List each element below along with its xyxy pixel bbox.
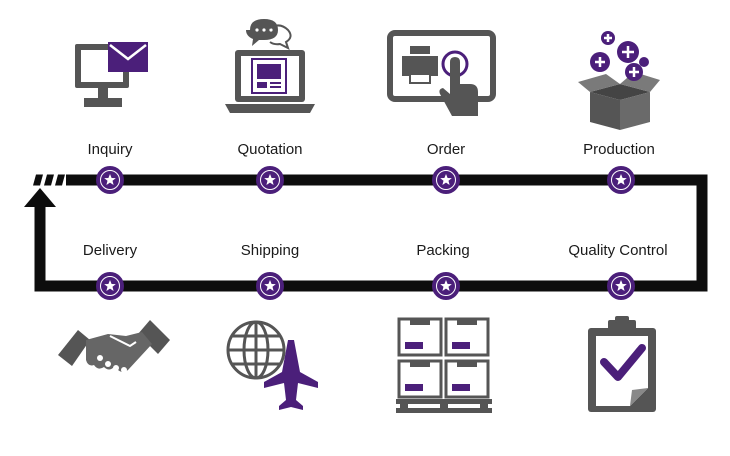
handshake-icon: [58, 320, 170, 373]
step-label-inquiry: Inquiry: [87, 141, 133, 158]
star-node-icon: [256, 166, 284, 194]
step-label-delivery: Delivery: [82, 242, 138, 259]
step-label-quality-control: Quality Control: [568, 242, 668, 259]
step-label-production: Production: [583, 141, 655, 158]
computer-mail-icon: [75, 42, 148, 107]
star-node-icon: [607, 166, 635, 194]
box-plus-icon: [578, 31, 660, 130]
star-node-icon: [432, 272, 460, 300]
process-loop-track: [24, 174, 708, 292]
step-label-shipping: Shipping: [240, 242, 300, 259]
laptop-document-icon: [225, 19, 315, 113]
step-label-quotation: Quotation: [237, 141, 303, 158]
star-node-icon: [432, 166, 460, 194]
step-label-packing: Packing: [416, 242, 470, 259]
star-node-icon: [96, 166, 124, 194]
loop-dashes: [33, 174, 65, 186]
loop-arrowhead-icon: [24, 188, 56, 207]
star-node-icon: [256, 272, 284, 300]
clipboard-check-icon: [588, 316, 656, 412]
boxes-pallet-icon: [396, 317, 492, 413]
globe-plane-icon: [226, 320, 318, 410]
step-label-order: Order: [426, 141, 466, 158]
printer-touch-icon: [387, 30, 496, 116]
star-node-icon: [96, 272, 124, 300]
star-node-icon: [607, 272, 635, 300]
